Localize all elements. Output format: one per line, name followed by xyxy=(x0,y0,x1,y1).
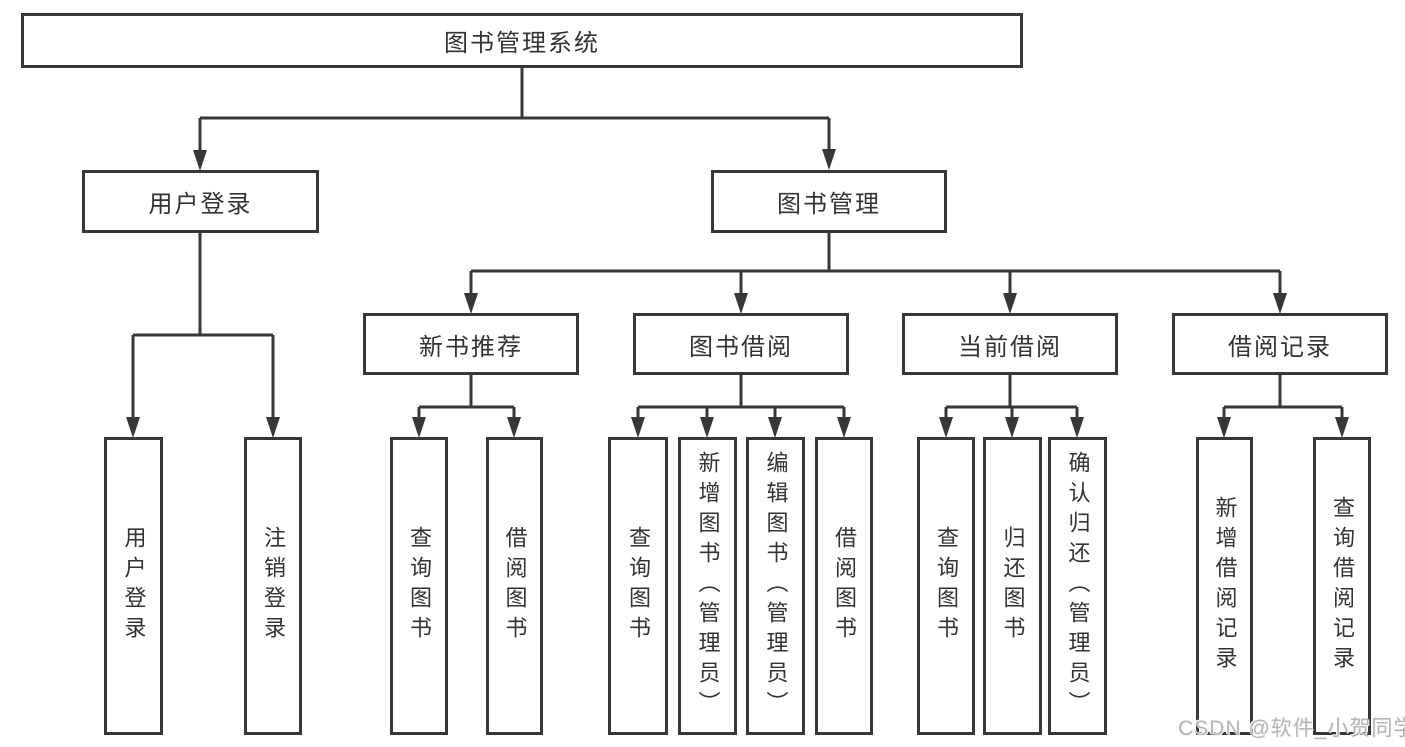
connector-wire-paths xyxy=(131,68,1344,417)
watermark: CSDN @软件_小贺同学 xyxy=(1178,717,1405,740)
leaf-current-return-book: 归还图书 xyxy=(983,437,1042,735)
node-current-borrowing: 当前借阅 xyxy=(902,313,1118,375)
leaf-borrow-borrow-books: 借阅图书 xyxy=(815,437,873,735)
leaf-records-add-record: 新增借阅记录 xyxy=(1196,437,1253,735)
node-new-book-recommend: 新书推荐 xyxy=(363,313,579,375)
node-library-system: 图书管理系统 xyxy=(21,13,1023,68)
leaf-borrow-add-book-admin: 新增图书（管理员） xyxy=(678,437,737,735)
leaf-borrow-edit-book-admin: 编辑图书（管理员） xyxy=(746,437,805,735)
node-borrowing-records: 借阅记录 xyxy=(1172,313,1388,375)
connector-arrowheads xyxy=(126,149,1349,438)
leaf-recommend-query-books: 查询图书 xyxy=(390,437,448,735)
leaf-borrow-query-books: 查询图书 xyxy=(608,437,668,735)
leaf-current-confirm-return-admin: 确认归还（管理员） xyxy=(1048,437,1107,735)
leaf-records-query-record: 查询借阅记录 xyxy=(1313,437,1371,735)
node-book-management: 图书管理 xyxy=(711,170,947,233)
node-user-login: 用户登录 xyxy=(82,170,319,233)
leaf-user-login: 用户登录 xyxy=(104,437,163,735)
leaf-current-query-books: 查询图书 xyxy=(917,437,975,735)
leaf-logout: 注销登录 xyxy=(244,437,302,735)
leaf-recommend-borrow-books: 借阅图书 xyxy=(486,437,543,735)
node-book-borrowing: 图书借阅 xyxy=(633,313,849,375)
